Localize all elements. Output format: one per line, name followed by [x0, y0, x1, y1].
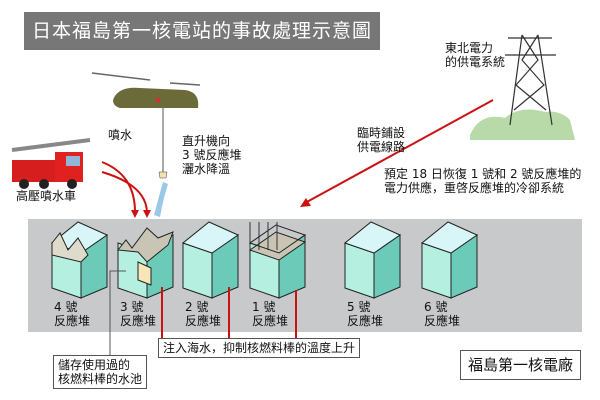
pool-leader-line — [109, 270, 126, 356]
helicopter-icon — [91, 72, 201, 179]
fire-truck-label: 高壓噴水車 — [16, 189, 77, 203]
reactor-roof — [420, 221, 479, 254]
spent-fuel-pool — [137, 261, 152, 286]
fire-truck-icon — [11, 138, 91, 189]
reactor-label: 2 號反應堆 — [185, 300, 222, 328]
restore-plan-label: 預定 18 日恢復 1 號和 2 號反應堆的電力供應，重啓反應堆的冷卻系統 — [384, 167, 582, 195]
spray-label: 噴水 — [108, 128, 133, 142]
reactor-label: 3 號反應堆 — [120, 300, 157, 328]
seawater-note: 注入海水，抑制核燃料棒的溫度上升 — [158, 338, 361, 358]
spent-fuel-pool-note: 儲存使用過的核燃料棒的水池 — [53, 355, 148, 389]
temp-line-label: 臨時鋪設供電線路 — [357, 126, 406, 154]
reactor-label: 5 號反應堆 — [347, 300, 384, 328]
plant-name-label: 福島第一核電廠 — [460, 350, 582, 380]
power-company-label: 東北電力的供電系統 — [445, 41, 506, 69]
power-line-arrow — [304, 99, 494, 204]
reactor-label: 6 號反應堆 — [424, 300, 461, 328]
water-drop-icon — [154, 182, 168, 217]
seawater-lines — [161, 287, 297, 339]
reactor-frame — [248, 224, 307, 254]
page-title: 日本福島第一核電站的事故處理示意圖 — [24, 12, 380, 50]
arrowhead-icon — [300, 198, 311, 207]
reactor-damage — [51, 232, 89, 263]
hill — [470, 109, 575, 140]
spray-arrows — [101, 161, 148, 213]
power-tower-icon — [505, 34, 556, 126]
reactor-debris — [117, 227, 174, 263]
arrowhead-icon — [131, 210, 151, 218]
reactor-label: 1 號反應堆 — [252, 300, 289, 328]
reactor-label: 4 號反應堆 — [54, 300, 91, 328]
reactor-roof — [181, 221, 240, 254]
reactor-roof — [343, 221, 402, 254]
